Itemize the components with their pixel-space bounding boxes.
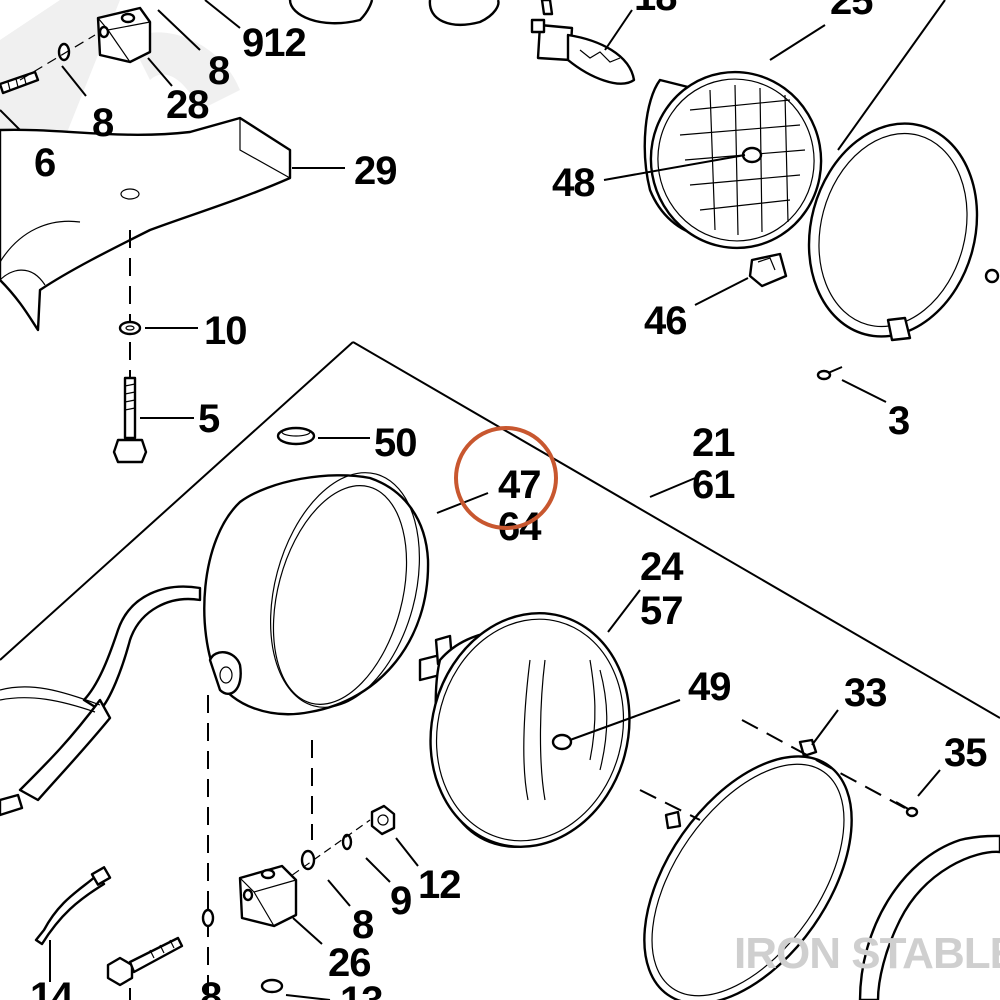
callout-28: 28 [166,83,209,127]
callout-57: 57 [640,589,683,633]
nut-12-shape [370,804,396,836]
leader-25 [769,24,826,61]
callout-18: 18 [634,0,677,19]
leader-8b [157,9,201,51]
callout-8c: 8 [352,903,374,947]
leader-26 [292,917,323,945]
watermark-text: IRON STABLE [734,929,1000,978]
leader-48 [603,154,746,181]
leader-3 [841,379,887,403]
leader-46 [694,277,749,306]
callout-35: 35 [944,731,987,775]
lower-headlamp-group [0,426,1000,1000]
kit-boundary [0,341,1000,719]
leader-13 [285,994,331,1000]
leader-9 [365,857,391,883]
callout-9: 9 [390,879,411,923]
grommet-50-shape [276,426,316,446]
cable-tie-14-shape [34,866,112,946]
leader-24 [607,589,641,633]
axis-dashed-ring-2 [639,789,701,821]
wiring-harness-shape [0,585,202,817]
leader-18 [604,9,633,51]
callout-3: 3 [888,399,909,443]
callout-21: 21 [692,421,735,465]
leader-21-top [837,0,946,151]
callout-50: 50 [374,421,417,465]
nut-top-right-shape [984,268,1000,284]
callout-8b: 8 [208,49,230,93]
leader-28 [147,57,173,87]
washer-10-shape [118,320,142,336]
axis-dashed-block [249,819,371,906]
bulb-18-shape [530,0,636,85]
bolt-6-shape [0,70,40,95]
callout-46: 46 [644,299,687,343]
upper-bracket-group [0,0,500,464]
callout-61: 61 [692,463,735,507]
callout-8d: 8 [200,975,222,1000]
block-26-shape [238,864,298,928]
sealed-beam-24-shape [418,612,631,848]
block-28-shape [96,6,152,64]
callout-49: 49 [688,665,731,709]
axis-dashed-ring [741,719,906,809]
axis-dashed-upper [19,34,96,81]
callout-25: 25 [830,0,873,23]
leader-21 [649,475,701,498]
upper-headlamp-group [530,0,1000,403]
ring-top-clip-shape [288,0,374,25]
callout-8a: 8 [92,101,114,145]
bezel-shape [858,834,1000,1000]
callout-labels: 6 8 28 8 912 18 25 29 48 10 46 5 3 50 21… [30,0,988,1000]
callout-29: 29 [354,149,397,193]
highlight-circle [454,426,558,530]
washer-8d-shape [201,908,215,928]
trim-ring-25-shape [807,122,979,342]
callout-47: 47 [498,463,541,507]
leader-12 [395,837,419,867]
callout-5: 5 [198,397,220,441]
callout-12: 12 [418,863,461,907]
callout-26: 26 [328,941,371,985]
screw-3-shape [816,366,843,381]
washer-13-shape [260,978,284,994]
callout-33: 33 [844,671,887,715]
socket-top-clip-shape [428,0,500,26]
leader-35 [917,769,941,797]
leader-49 [569,699,681,741]
callout-10: 10 [204,309,247,353]
callout-14: 14 [30,975,74,1000]
washer-9-shape [341,833,353,851]
leader-912 [204,0,241,29]
callout-912: 912 [242,21,306,65]
callout-6: 6 [34,141,55,185]
bolt-5-shape [112,376,148,464]
screw-35-shape [895,801,919,818]
leader-8a [61,65,87,97]
leader-33 [811,709,839,746]
bolt-lower-shape [106,936,184,987]
callout-24: 24 [640,545,684,589]
leader-8c [327,879,351,907]
washer-8a-shape [57,42,71,62]
callout-48: 48 [552,161,595,205]
bracket-29-shape [0,116,292,332]
housing-shell-shape [203,472,430,716]
headlamp-48-shape [643,70,823,250]
callout-13: 13 [340,979,383,1000]
